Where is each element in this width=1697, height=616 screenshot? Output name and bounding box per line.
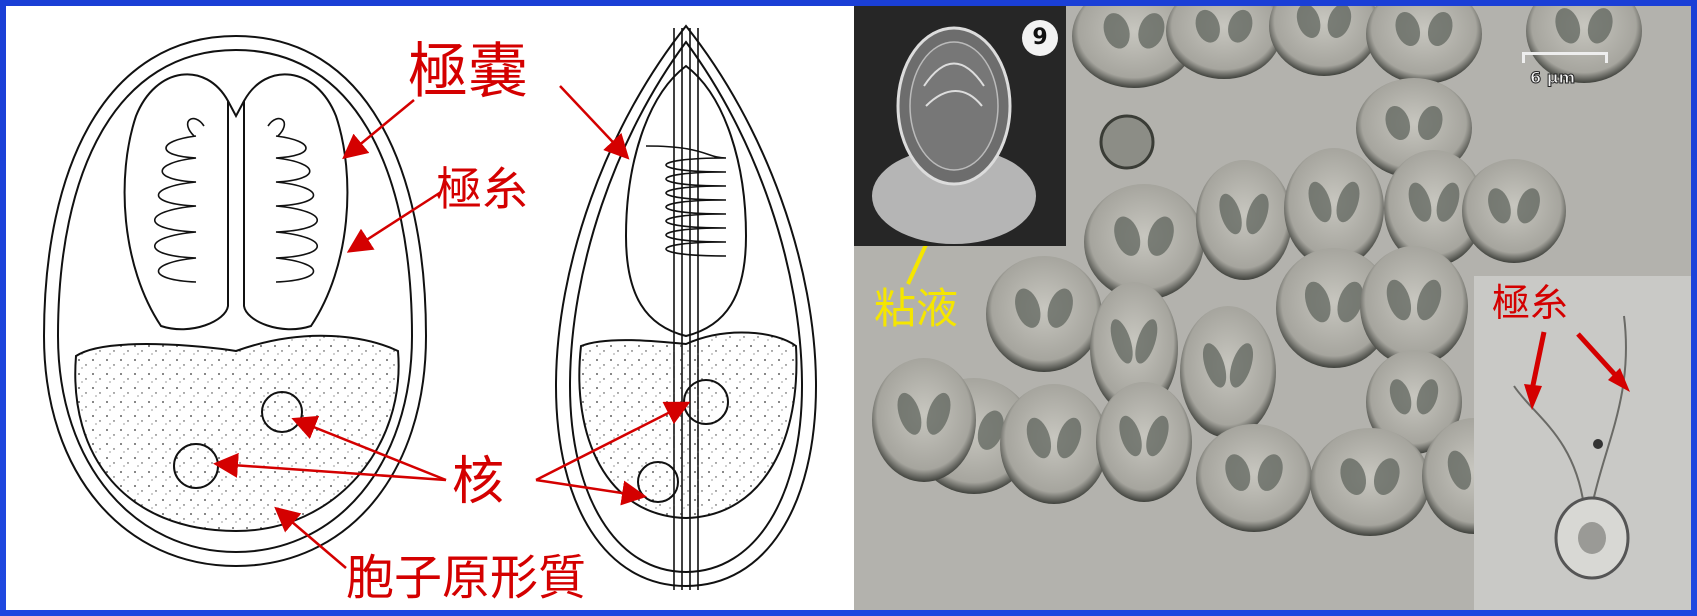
- spore-cell: [1096, 382, 1192, 502]
- spore-side-view: [556, 26, 816, 590]
- label-mucus: 粘液: [874, 288, 958, 330]
- label-sporoplasm: 胞子原形質: [346, 554, 586, 602]
- spore-cell: [1196, 424, 1312, 532]
- spore-cell: [1310, 428, 1430, 536]
- scale-bar: [1522, 52, 1608, 63]
- spore-cell: [1462, 159, 1566, 263]
- spore-cell: [1166, 6, 1282, 79]
- spore-diagram-panel: 極嚢 極糸 核 胞子原形質: [6, 6, 854, 610]
- label-polar-filament: 極糸: [436, 166, 528, 212]
- spore-front-view: [44, 36, 426, 566]
- figure-number-badge: 9: [1022, 20, 1058, 56]
- polar-filament-inset-photo: 極糸: [1474, 276, 1691, 610]
- label-polar-capsule: 極嚢: [408, 42, 528, 102]
- spore-cell: [986, 256, 1102, 372]
- scale-bar-label: 6 μm: [1530, 68, 1575, 87]
- mucus-inset-photo: 9: [854, 6, 1066, 246]
- spore-cell: [1360, 246, 1468, 366]
- spore-cell: [1000, 384, 1108, 504]
- spore-cell: [1269, 6, 1379, 76]
- label-polar-filament-photo: 極糸: [1492, 284, 1568, 322]
- label-nucleus: 核: [452, 456, 504, 508]
- filament-arrows: [1474, 320, 1691, 430]
- spore-cell: [1366, 6, 1482, 84]
- spore-cell: [1196, 160, 1292, 280]
- spore-cell: [1180, 306, 1276, 438]
- spore-cell: [872, 358, 976, 482]
- spore-cell: [1084, 184, 1204, 300]
